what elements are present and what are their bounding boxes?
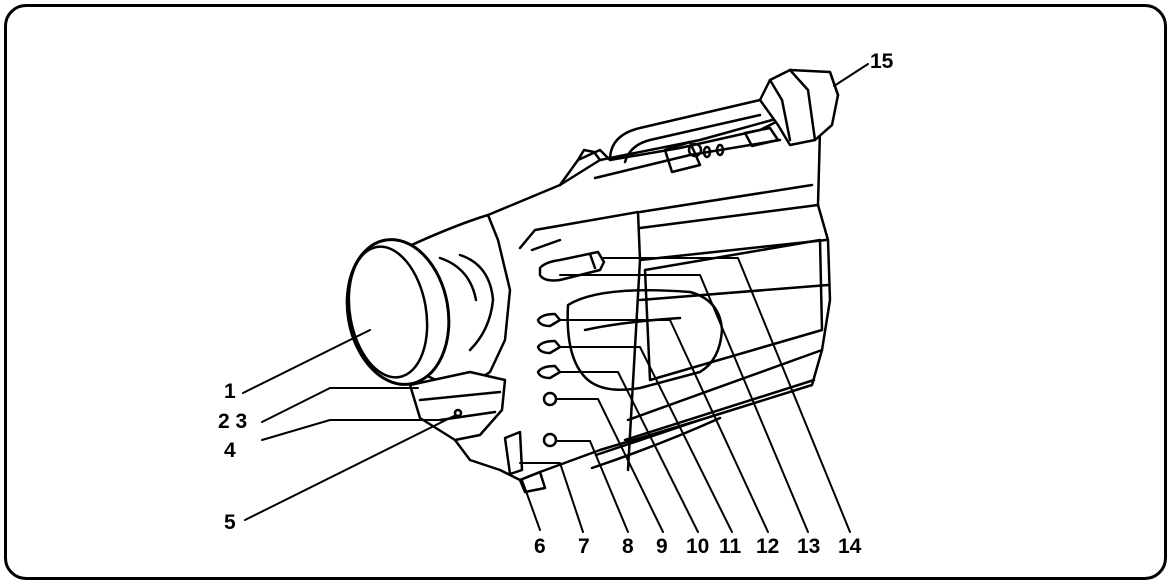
leader-4 (261, 419, 331, 441)
callout-13: 13 (797, 535, 821, 558)
leader-lines (242, 63, 869, 533)
callout-7: 7 (578, 535, 590, 558)
leader-11 (559, 346, 733, 533)
callout-8: 8 (622, 535, 634, 558)
callout-6: 6 (534, 535, 546, 558)
leader-12 (559, 319, 769, 533)
lens-cap (345, 238, 451, 386)
callout-9: 9 (656, 535, 668, 558)
leader-8 (555, 440, 629, 533)
callout-11: 11 (719, 535, 742, 558)
callout-14: 14 (838, 535, 862, 558)
callout-15: 15 (870, 50, 894, 73)
callout-1: 1 (224, 380, 236, 403)
leader-5 (244, 414, 457, 521)
callout-10: 10 (686, 535, 710, 558)
leader-7 (519, 462, 584, 533)
callout-2-3: 2 3 (218, 410, 248, 433)
leader-2-3 (261, 387, 331, 423)
leader-9 (555, 398, 664, 533)
camcorder-body (438, 113, 832, 482)
leader-10 (559, 371, 699, 533)
leader-14 (602, 257, 851, 533)
callout-5: 5 (224, 511, 236, 534)
camcorder-lower-front (408, 370, 547, 494)
callout-4: 4 (224, 439, 236, 462)
leader-13 (559, 274, 809, 533)
callout-12: 12 (756, 535, 780, 558)
leader-15 (833, 63, 869, 87)
leader-6 (521, 479, 541, 531)
viewfinder (758, 68, 840, 147)
leader-1 (242, 329, 371, 394)
